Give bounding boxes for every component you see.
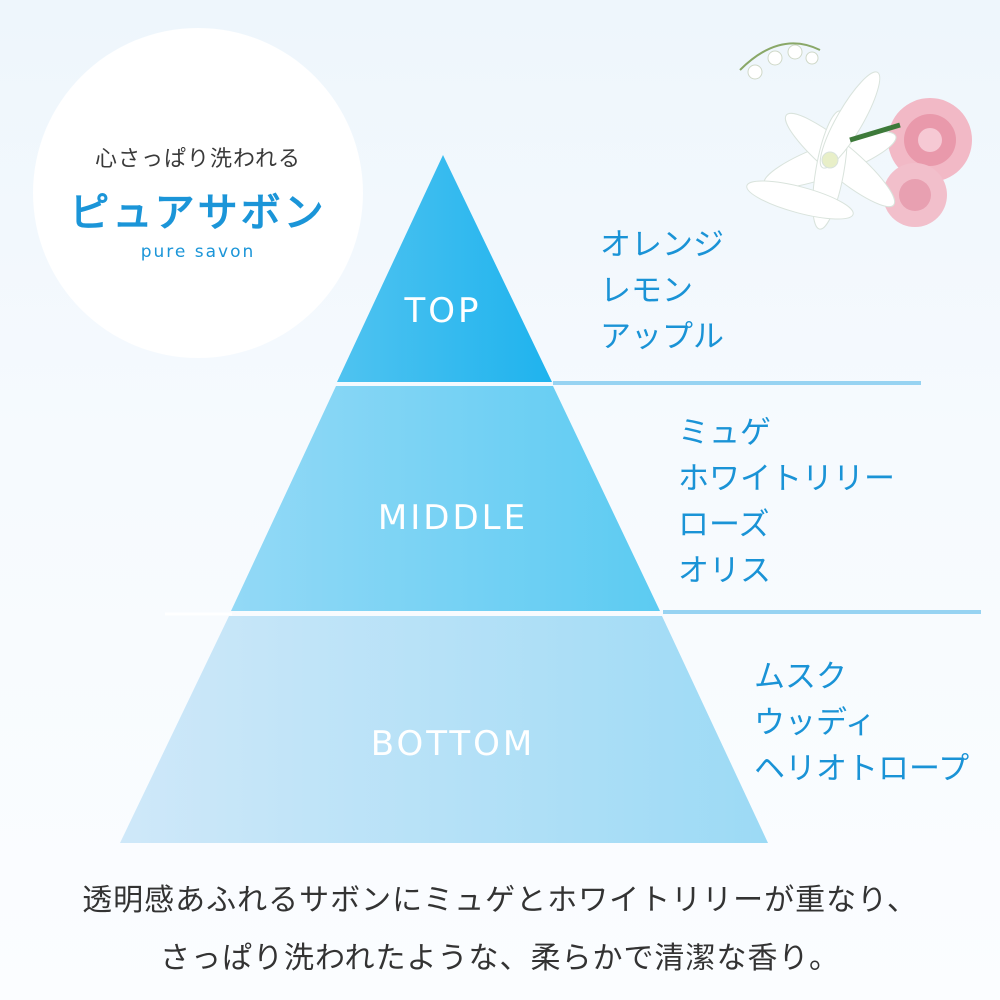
badge-subtitle: 心さっぱり洗われる — [95, 147, 301, 172]
lily-of-the-valley-icon — [739, 42, 901, 143]
bottom-notes-list: ムスク ウッディ ヘリオトロープ — [754, 654, 969, 792]
tier-label-top: TOP — [404, 291, 482, 331]
product-badge: 心さっぱり洗われる ピュアサボン pure savon — [33, 28, 363, 358]
rose-icon — [883, 98, 972, 227]
flower-bouquet-image — [739, 42, 972, 230]
middle-notes-list: ミュゲ ホワイトリリー ローズ オリス — [678, 410, 895, 594]
top-notes-list: オレンジ レモン アップル — [600, 222, 724, 360]
note-item: レモン — [600, 273, 693, 309]
note-item: アップル — [600, 319, 724, 355]
lily-icon — [746, 71, 897, 230]
note-item: ローズ — [678, 507, 770, 543]
tier-label-middle: MIDDLE — [377, 498, 529, 538]
description-caption: 透明感あふれるサボンにミュゲとホワイトリリーが重なり、 さっぱり洗われたような、… — [0, 872, 1000, 988]
badge-title: ピュアサボン — [69, 190, 327, 236]
tier-label-bottom: BOTTOM — [370, 724, 536, 764]
badge-english: pure savon — [140, 242, 256, 262]
caption-line: 透明感あふれるサボンにミュゲとホワイトリリーが重なり、 — [82, 883, 918, 918]
note-item: ホワイトリリー — [678, 461, 895, 497]
pyramid-tier-bottom — [120, 616, 768, 843]
note-item: オレンジ — [600, 227, 724, 263]
caption-line: さっぱり洗われたような、柔らかで清潔な香り。 — [160, 941, 840, 976]
pyramid-tier-top — [337, 155, 552, 382]
note-item: オリス — [678, 553, 771, 589]
note-item: ヘリオトロープ — [754, 751, 970, 787]
note-item: ムスク — [754, 659, 847, 695]
note-item: ミュゲ — [678, 415, 771, 451]
note-item: ウッディ — [754, 705, 876, 741]
pyramid-tier-middle — [231, 386, 660, 611]
